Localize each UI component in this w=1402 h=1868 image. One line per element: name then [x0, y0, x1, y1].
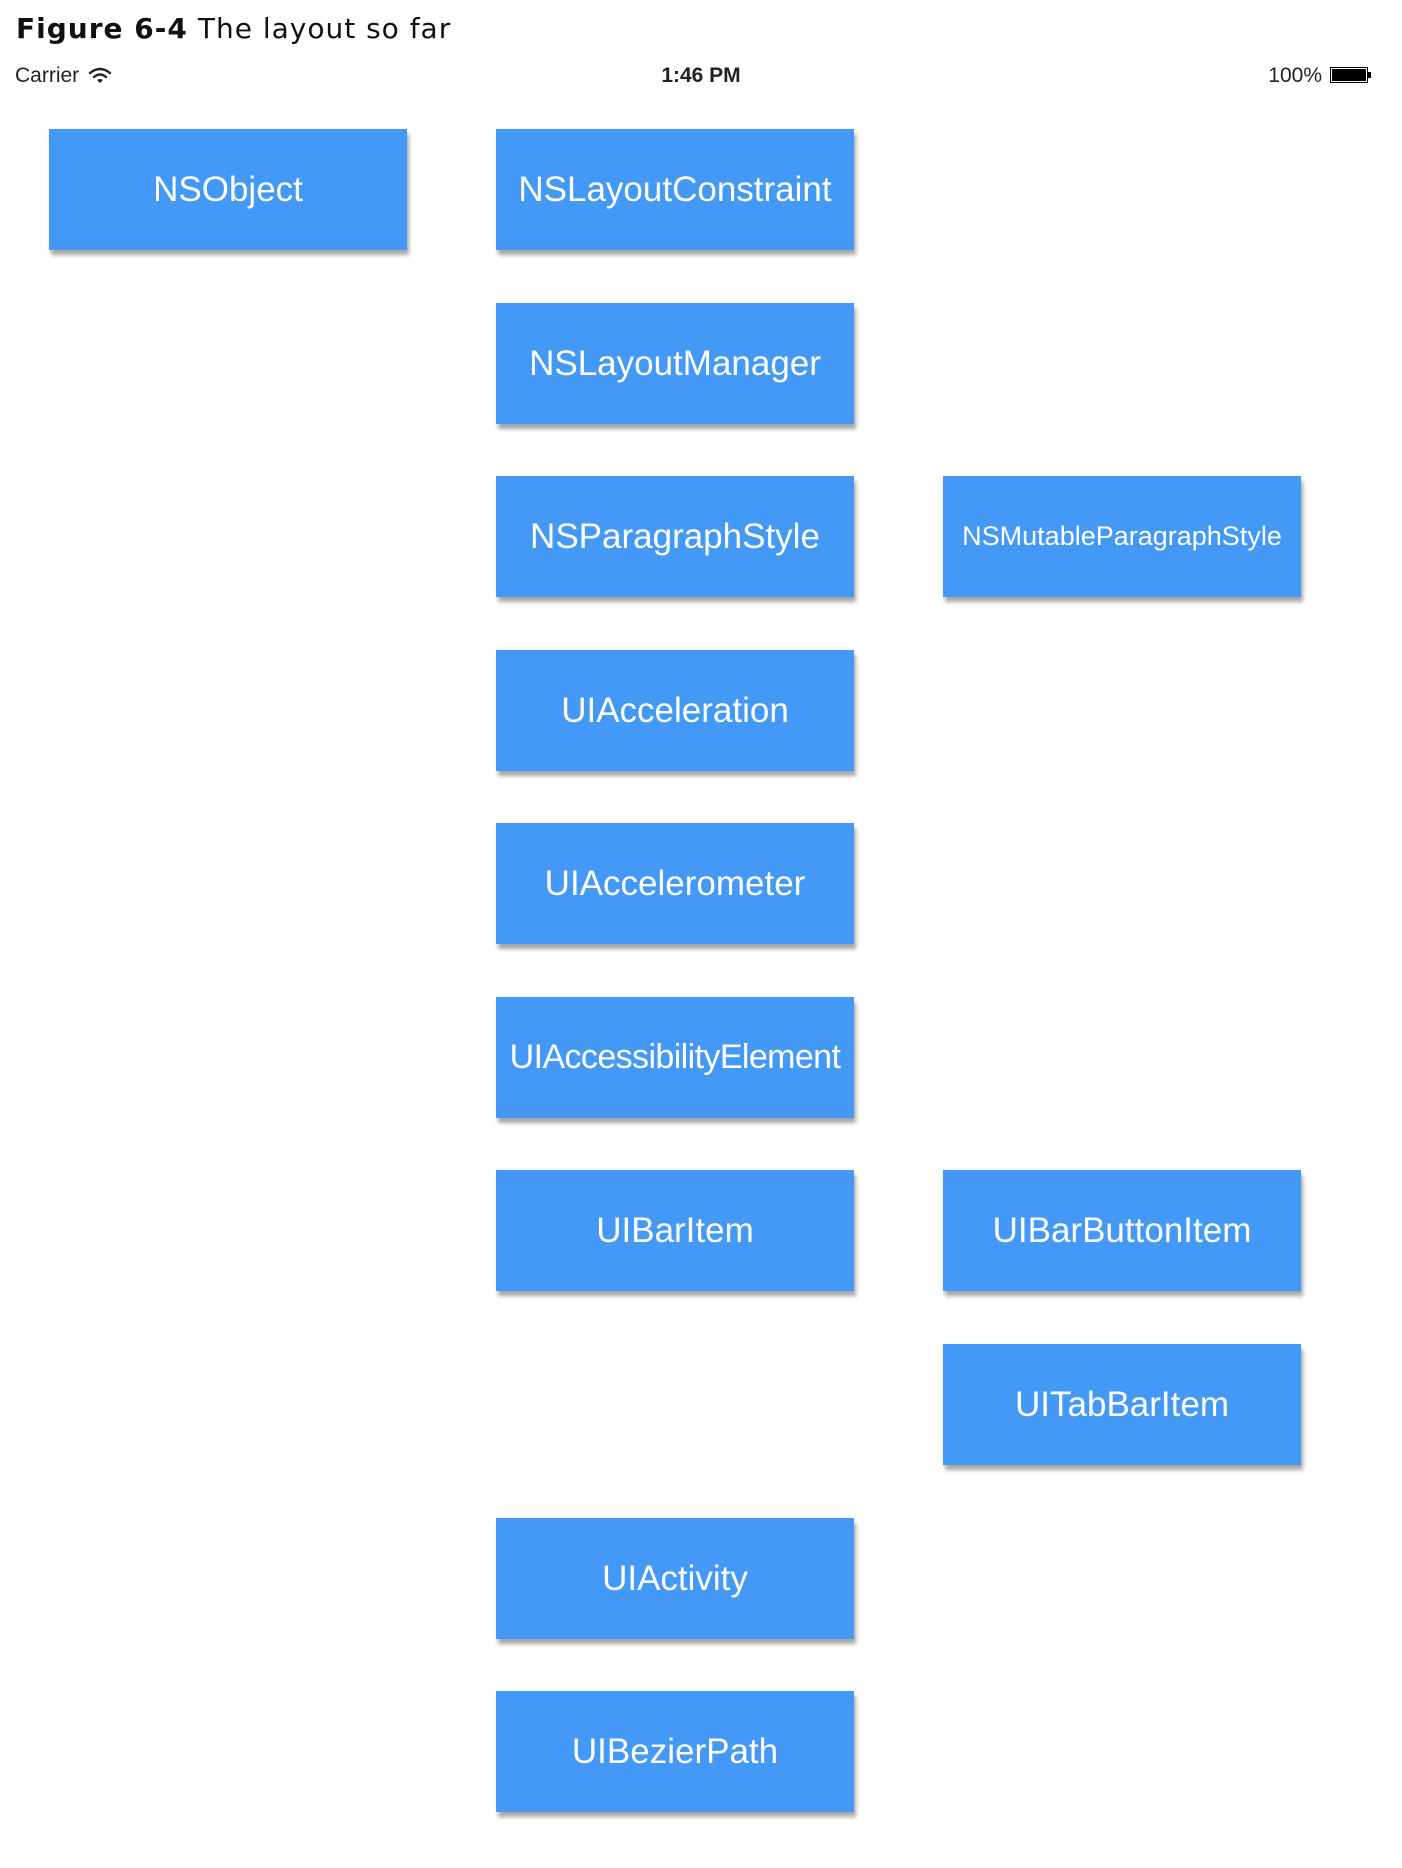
- carrier-indicator: Carrier: [15, 64, 112, 88]
- class-box-uiaccelerometer[interactable]: UIAccelerometer: [496, 823, 854, 944]
- class-box-uiaccessibilityelement[interactable]: UIAccessibilityElement: [496, 997, 854, 1118]
- class-box-uibezierpath[interactable]: UIBezierPath: [496, 1691, 854, 1812]
- class-box-nsobject[interactable]: NSObject: [49, 129, 407, 250]
- battery-percent: 100%: [1268, 64, 1322, 87]
- figure-number: Figure 6-4: [16, 12, 188, 45]
- wifi-icon: [88, 67, 112, 85]
- battery-fill: [1332, 69, 1366, 81]
- status-time: 1:46 PM: [661, 64, 741, 87]
- class-box-uibaritem[interactable]: UIBarItem: [496, 1170, 854, 1291]
- class-box-nsparagraphstyle[interactable]: NSParagraphStyle: [496, 476, 854, 597]
- class-box-uitabbaritem[interactable]: UITabBarItem: [943, 1344, 1301, 1465]
- class-box-nsmutableparagraphstyle[interactable]: NSMutableParagraphStyle: [943, 476, 1301, 597]
- class-box-uiactivity[interactable]: UIActivity: [496, 1518, 854, 1639]
- battery-indicator: 100%: [1268, 64, 1374, 88]
- class-box-nslayoutconstraint[interactable]: NSLayoutConstraint: [496, 129, 854, 250]
- figure-caption: Figure 6-4 The layout so far: [16, 12, 451, 45]
- status-bar: Carrier 1:46 PM 100%: [0, 60, 1402, 92]
- class-box-uiacceleration[interactable]: UIAcceleration: [496, 650, 854, 771]
- carrier-label: Carrier: [15, 64, 80, 87]
- class-box-nslayoutmanager[interactable]: NSLayoutManager: [496, 303, 854, 424]
- battery-icon: [1330, 67, 1374, 85]
- figure-title: The layout so far: [197, 12, 452, 45]
- class-box-uibarbuttonitem[interactable]: UIBarButtonItem: [943, 1170, 1301, 1291]
